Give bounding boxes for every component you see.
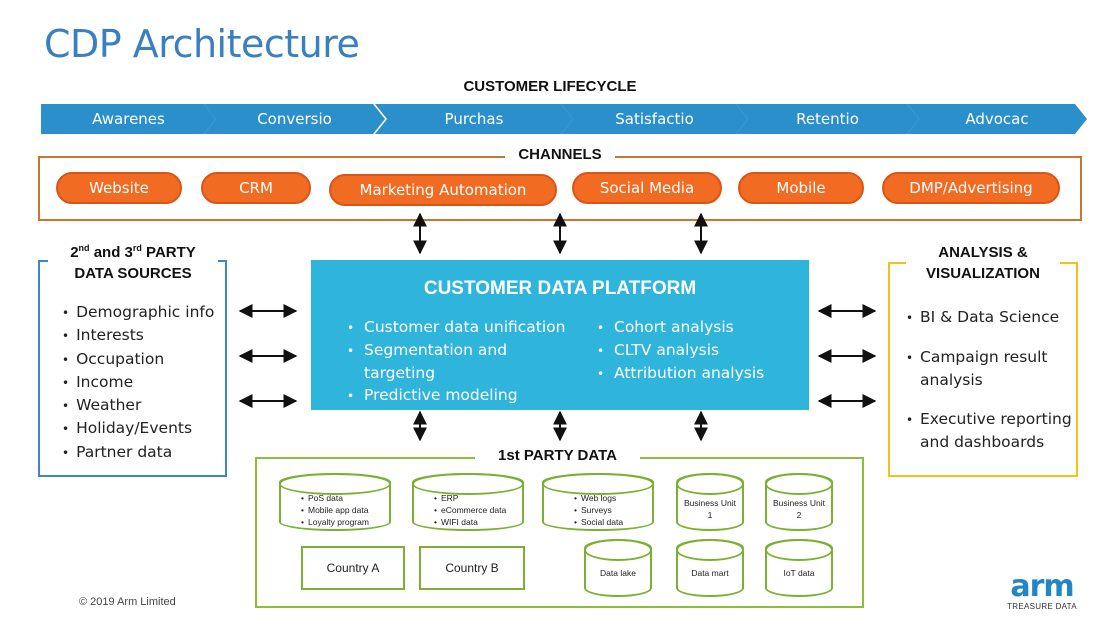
cdp-item: Predictive modeling (347, 384, 572, 407)
arm-treasure-data-logo: arm TREASURE DATA (1004, 569, 1080, 612)
db-item: Loyalty program (301, 516, 369, 528)
data-lake-label: Data lake (600, 568, 636, 578)
database-weblogs-surveys-social: Web logs Surveys Social data (542, 473, 654, 531)
analysis-heading-line1: ANALYSIS & (938, 244, 1028, 261)
channels-heading: CHANNELS (505, 146, 615, 163)
db-item: Mobile app data (301, 504, 369, 516)
lifecycle-stage-retention: Retentio (736, 104, 919, 134)
database-iot: IoT data (765, 539, 833, 597)
cdp-right-list: Cohort analysis CLTV analysis Attributio… (597, 316, 797, 385)
logo-mark: arm (1010, 569, 1074, 604)
lifecycle-stage-awareness: Awarenes (41, 104, 216, 134)
cdp-item: Attribution analysis (597, 362, 797, 385)
iot-label: IoT data (783, 568, 815, 578)
copyright: © 2019 Arm Limited (79, 596, 176, 608)
source-item: Interests (62, 324, 214, 347)
db-item: eCommerce data (434, 504, 506, 516)
source-item: Partner data (62, 441, 214, 464)
lifecycle-stage-purchase: Purchas (375, 104, 573, 134)
sources-heading: 2nd and 3rd PARTY DATA SOURCES (48, 238, 218, 284)
bu-label: Business Unit (773, 498, 825, 508)
sources-heading-suffix: PARTY (141, 244, 196, 261)
sources-heading-num1: 2 (70, 244, 79, 261)
database-erp-ecommerce-wifi: ERP eCommerce data WIFI data (412, 473, 524, 531)
analysis-heading-line2: VISUALIZATION (926, 265, 1040, 282)
sources-heading-mid: and 3 (89, 244, 133, 261)
source-item: Demographic info (62, 301, 214, 324)
sources-heading-sup1: nd (78, 243, 90, 253)
first-party-heading: 1st PARTY DATA (475, 447, 640, 464)
lifecycle-stage-conversion: Conversio (204, 104, 385, 134)
lifecycle-heading: CUSTOMER LIFECYCLE (463, 78, 637, 95)
lifecycle-stage-satisfaction: Satisfactio (561, 104, 748, 134)
cdp-item: Customer data unification (347, 316, 572, 339)
channel-mobile: Mobile (738, 172, 864, 204)
source-item: Occupation (62, 348, 214, 371)
analysis-item: Executive reporting and dashboards (906, 408, 1076, 454)
analysis-heading: ANALYSIS & VISUALIZATION (906, 242, 1060, 284)
cdp-left-list: Customer data unification Segmentation a… (347, 316, 572, 407)
data-mart-label: Data mart (691, 568, 729, 578)
channel-social-media: Social Media (572, 172, 722, 204)
database-data-lake: Data lake (584, 539, 652, 597)
db-item: WIFI data (434, 516, 506, 528)
lifecycle-stage-advocacy: Advocac (907, 104, 1087, 134)
channel-website: Website (56, 172, 182, 204)
bu-label: Business Unit (684, 498, 736, 508)
country-a-box: Country A (301, 546, 405, 590)
sources-list: Demographic info Interests Occupation In… (62, 301, 214, 464)
database-business-unit-2: Business Unit 2 (765, 473, 833, 531)
country-b-box: Country B (419, 546, 525, 590)
analysis-list: BI & Data Science Campaign result analys… (906, 306, 1076, 470)
channel-dmp-advertising: DMP/Advertising (882, 172, 1060, 204)
cdp-item: Segmentation and targeting (347, 339, 572, 384)
database-pos-mobile-loyalty: PoS data Mobile app data Loyalty program (279, 473, 391, 531)
analysis-item: BI & Data Science (906, 306, 1076, 330)
cdp-item: Cohort analysis (597, 316, 797, 339)
cdp-item: CLTV analysis (597, 339, 797, 362)
source-item: Holiday/Events (62, 417, 214, 440)
db-item: ERP (434, 492, 506, 504)
analysis-item: Campaign result analysis (906, 346, 1076, 392)
source-item: Weather (62, 394, 214, 417)
db-item: PoS data (301, 492, 369, 504)
channel-crm: CRM (201, 172, 311, 204)
channel-marketing-automation: Marketing Automation (329, 174, 557, 206)
bu-number: 1 (707, 510, 713, 520)
db-item: Web logs (574, 492, 623, 504)
logo-subtitle: TREASURE DATA (1007, 602, 1077, 611)
page-title: CDP Architecture (44, 22, 360, 66)
sources-heading-line2: DATA SOURCES (74, 265, 192, 282)
db-item: Surveys (574, 504, 623, 516)
sources-heading-sup2: rd (132, 243, 142, 253)
database-data-mart: Data mart (676, 539, 744, 597)
source-item: Income (62, 371, 214, 394)
database-business-unit-1: Business Unit 1 (676, 473, 744, 531)
customer-data-platform-box: CUSTOMER DATA PLATFORM Customer data uni… (311, 260, 809, 410)
cdp-title: CUSTOMER DATA PLATFORM (423, 278, 697, 299)
db-item: Social data (574, 516, 623, 528)
bu-number: 2 (796, 510, 802, 520)
